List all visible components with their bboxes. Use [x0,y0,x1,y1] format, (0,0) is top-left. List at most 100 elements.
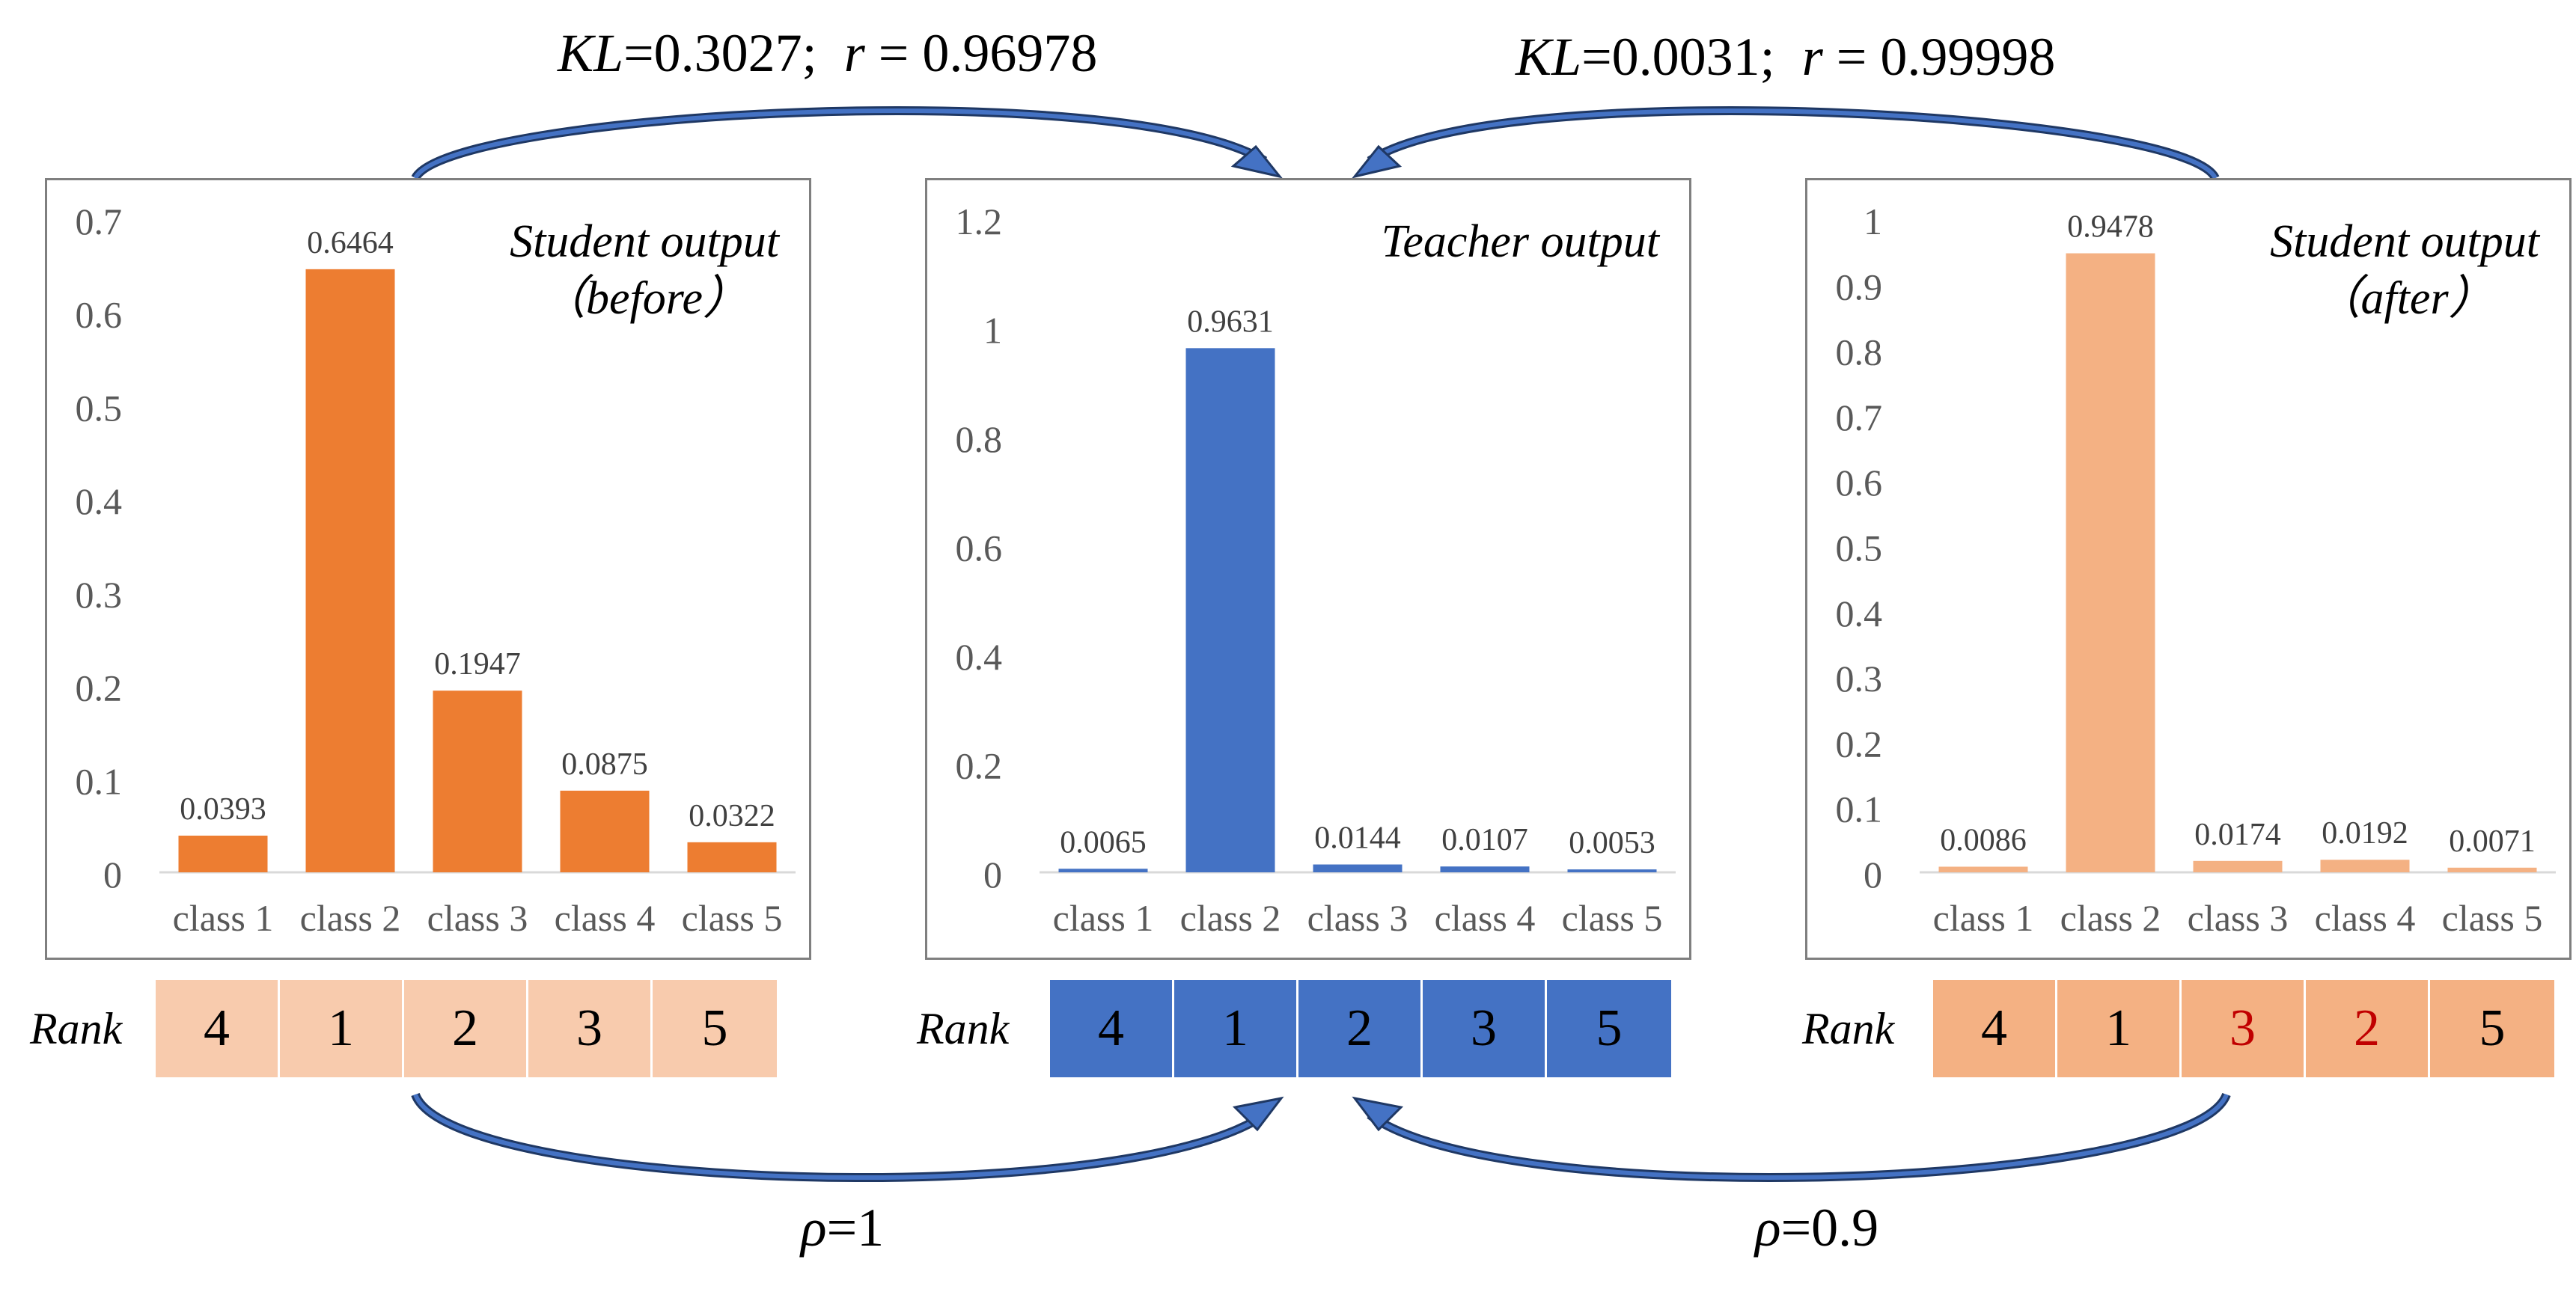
x-tick-label: class 2 [300,897,401,939]
r-value: = 0.99998 [1822,27,2056,87]
arrow-bottom-right [1367,1092,2231,1183]
data-label: 0.0053 [1569,826,1655,860]
rank-label: Rank [917,1004,1010,1053]
y-tick-label: 0 [1864,854,1882,895]
bar-class-2 [305,269,395,872]
data-label: 0.0065 [1060,825,1147,860]
panel-title-line2: （after） [2314,273,2495,324]
y-tick-label: 0.1 [1836,789,1883,830]
r-value: = 0.96978 [864,23,1098,83]
data-label: 0.0107 [1441,823,1528,857]
bar-chart-student-after: 00.10.20.30.40.50.60.70.80.910.0086class… [1836,200,2556,939]
y-tick-label: 0.7 [1836,397,1883,438]
data-label: 0.0144 [1314,821,1401,856]
rank-cell: 3 [2182,980,2306,1077]
bar-class-2 [1185,348,1275,873]
y-tick-label: 0.8 [1836,331,1883,373]
arrow-bottom-left [411,1092,1268,1183]
rank-cell: 1 [1174,980,1298,1077]
rho-value: =0.9 [1780,1198,1879,1258]
annotation-bottom-right: ρ=0.9 [1755,1197,1878,1259]
rank-cell: 5 [1547,980,1671,1077]
rank-cell: 3 [1423,980,1547,1077]
y-tick-label: 0.5 [1836,527,1883,569]
data-label: 0.0393 [180,792,266,827]
r-symbol: r [1801,27,1823,87]
rho-value: =1 [826,1198,885,1258]
data-label: 0.0192 [2322,816,2408,851]
rank-cell: 2 [2306,980,2430,1077]
y-tick-label: 1 [983,310,1002,352]
y-tick-label: 0.2 [1836,723,1883,765]
rank-cell: 1 [280,980,404,1077]
x-tick-label: class 5 [682,897,783,939]
rank-cell: 4 [1050,980,1174,1077]
rank-cell: 5 [2430,980,2554,1077]
arrow-bottom-left-body [413,1093,1266,1181]
y-tick-label: 0.6 [1836,462,1883,503]
y-tick-label: 0.4 [956,636,1003,678]
r-symbol: r [843,23,865,83]
annotation-top-left: KL=0.3027; r = 0.96978 [558,22,1097,85]
panel-title: Student output （before） [510,213,779,327]
kl-value: =0.3027; [623,23,817,83]
x-tick-label: class 3 [427,897,528,939]
panel-title: Teacher output [1382,213,1659,270]
data-label: 0.6464 [307,226,394,260]
x-tick-label: class 2 [1180,897,1281,939]
data-label: 0.9631 [1187,304,1274,339]
data-label: 0.0322 [689,799,775,833]
x-tick-label: class 1 [1933,897,2034,939]
arrowhead-bottom-right [1352,1096,1404,1132]
rank-cell: 2 [1298,980,1423,1077]
rank-cell: 4 [1933,980,2057,1077]
arrowhead-top-left [1230,144,1283,179]
x-tick-label: class 3 [2188,897,2289,939]
bar-class-1 [1058,869,1148,872]
data-label: 0.0086 [1940,823,2027,857]
panel-title-line1: Student output [510,216,779,267]
x-tick-label: class 1 [173,897,274,939]
y-tick-label: 0.4 [76,480,123,522]
y-tick-label: 1.2 [956,200,1003,242]
arrow-top-left [411,106,1268,181]
data-label: 0.1947 [434,647,521,682]
kl-symbol: KL [558,23,624,83]
y-tick-label: 0 [103,854,122,895]
arrow-top-left-body [413,108,1266,180]
rank-label: Rank [30,1004,123,1053]
panel-title-line1: Student output [2270,216,2539,267]
rank-cell: 3 [528,980,653,1077]
x-tick-label: class 5 [2442,897,2543,939]
data-label: 0.0071 [2449,824,2536,859]
bar-class-4 [2320,860,2410,872]
annotation-bottom-left: ρ=1 [801,1197,884,1259]
bar-class-5 [1567,869,1657,872]
rank-cell: 5 [653,980,777,1077]
bar-class-1 [178,835,268,872]
y-tick-label: 0.1 [76,760,123,802]
rho-symbol: ρ [1755,1198,1781,1258]
arrow-bottom-right-body [1368,1093,2229,1181]
bar-class-5 [2447,867,2537,872]
y-tick-label: 0.2 [956,745,1003,787]
data-label: 0.0875 [561,747,648,782]
y-tick-label: 0.2 [76,667,123,709]
y-tick-label: 0.4 [1836,593,1883,634]
annotation-top-right: KL=0.0031; r = 0.99998 [1516,26,2055,88]
x-tick-label: class 4 [555,897,656,939]
x-tick-label: class 1 [1053,897,1154,939]
rho-symbol: ρ [801,1198,827,1258]
y-tick-label: 0.9 [1836,266,1883,307]
arrowhead-top-right [1352,144,1403,179]
panel-title-line1: Teacher output [1381,216,1659,267]
bar-class-4 [1440,866,1530,872]
panel-title-line2: （before） [539,273,750,324]
